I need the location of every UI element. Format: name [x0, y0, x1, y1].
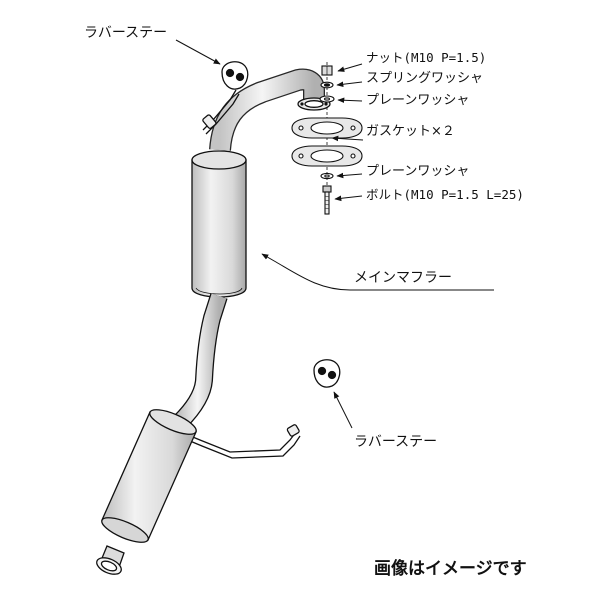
- leader-rubber-stay-bottom: [333, 391, 353, 429]
- nut-part: [321, 65, 333, 76]
- label-gasket: ガスケット×２: [366, 124, 455, 139]
- main-muffler-body: [191, 150, 247, 298]
- plain-washer-top-part: [319, 95, 335, 103]
- leader-plain-washer-bottom: [336, 172, 363, 179]
- rubber-stay-bottom-part: [313, 359, 341, 388]
- rear-silencer: [96, 409, 197, 575]
- gasket-part-1: [291, 117, 363, 139]
- label-spring-washer: スプリングワッシャ: [366, 71, 484, 86]
- rubber-stay-top-part: [221, 61, 249, 90]
- inlet-pipe: [209, 68, 331, 152]
- top-hanger: [202, 89, 240, 135]
- leader-main-muffler: [261, 253, 494, 291]
- label-plain-washer-bottom: プレーンワッシャ: [366, 164, 470, 179]
- leader-spring-washer: [336, 81, 363, 88]
- image-disclaimer-note: 画像はイメージです: [374, 559, 527, 579]
- leader-bolt: [334, 195, 363, 202]
- leader-gasket: [331, 135, 364, 142]
- leader-plain-washer-top: [337, 97, 363, 104]
- label-nut: ナット(M10 P=1.5): [366, 50, 487, 65]
- bolt-part: [322, 185, 332, 215]
- leader-nut: [337, 63, 363, 72]
- label-rubber-stay-bottom: ラバーステー: [354, 434, 438, 450]
- label-plain-washer-top: プレーンワッシャ: [366, 93, 470, 108]
- leader-lines: [175, 39, 494, 429]
- hardware-stack: [291, 62, 363, 215]
- plain-washer-bottom-part: [320, 172, 334, 180]
- rear-bracket: [175, 424, 301, 459]
- leader-rubber-stay-top: [175, 39, 221, 65]
- gasket-part-2: [291, 145, 363, 167]
- mid-pipe: [173, 293, 228, 429]
- label-main-muffler: メインマフラー: [354, 270, 452, 286]
- label-bolt: ボルト(M10 P=1.5 L=25): [366, 187, 524, 202]
- spring-washer-part: [320, 81, 334, 89]
- label-rubber-stay-top: ラバーステー: [84, 25, 168, 41]
